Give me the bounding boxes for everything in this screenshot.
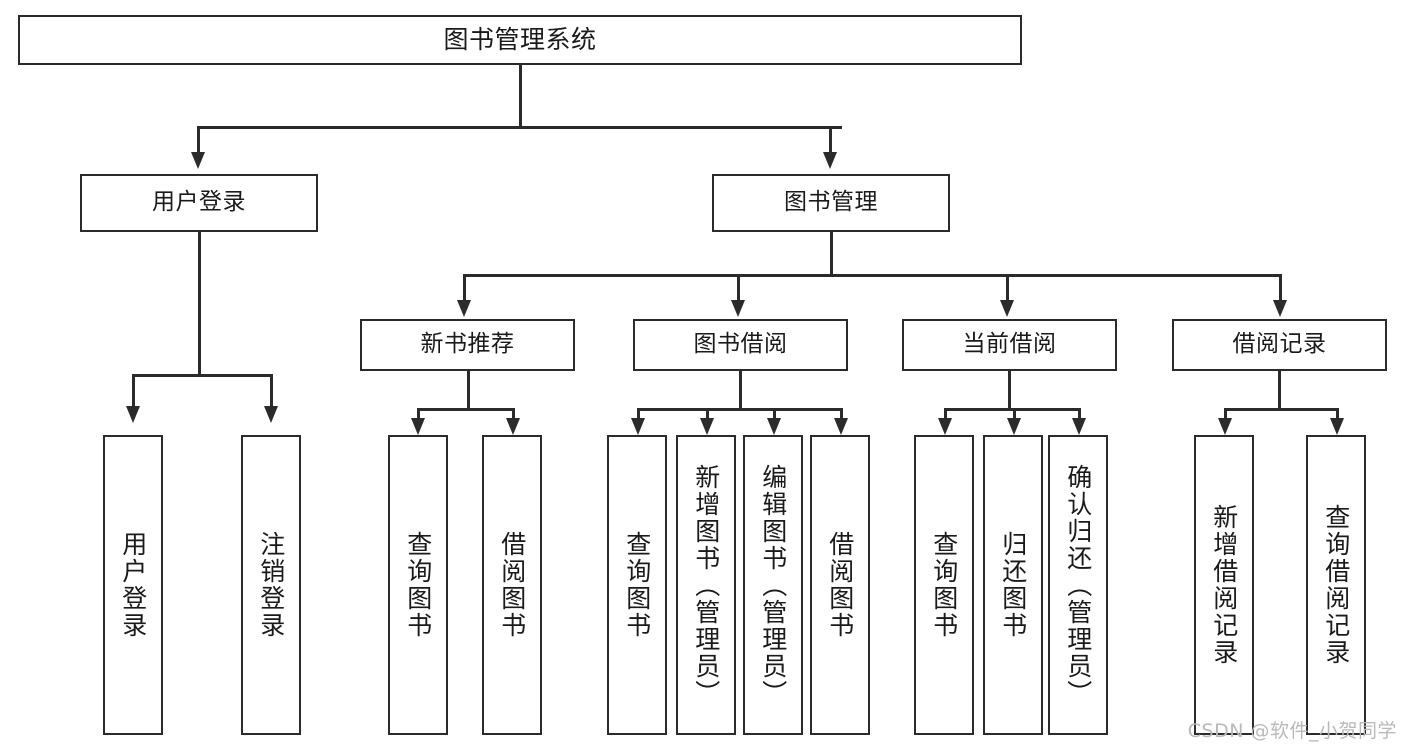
edge-bookmgmt-to-borrow	[737, 274, 740, 302]
edge-borrow-stem	[739, 371, 742, 410]
node-current-borrow[interactable]: 当前借阅	[902, 319, 1117, 371]
arrow-bookmgmt-to-current	[1000, 300, 1014, 317]
edge-borrow-to-leaf-6	[773, 408, 776, 420]
arrow-current-to-leaf-9	[1007, 418, 1021, 435]
edge-borrow-bar	[637, 408, 842, 411]
arrow-borrow-to-leaf-5	[700, 418, 714, 435]
edge-record-to-leaf-11	[1224, 408, 1227, 420]
node-label: 查询图书	[929, 531, 959, 639]
arrow-login-to-leaf-1	[264, 406, 278, 423]
edge-recommend-to-leaf-3	[512, 408, 515, 420]
edge-login-to-leaf-0	[132, 374, 135, 408]
edge-record-bar	[1224, 408, 1338, 411]
node-label: 新增借阅记录	[1209, 504, 1239, 666]
leaf-confirm-return-admin[interactable]: 确认归还（管理员）	[1048, 435, 1108, 735]
node-label: 用户登录	[152, 189, 246, 216]
edge-bookmgmt-stem	[830, 232, 833, 276]
node-label: 查询图书	[403, 531, 433, 639]
leaf-query-book-borrow[interactable]: 查询图书	[607, 435, 667, 735]
leaf-query-borrow-record[interactable]: 查询借阅记录	[1306, 435, 1366, 735]
leaf-user-login[interactable]: 用户登录	[103, 435, 163, 735]
node-label: 查询图书	[622, 531, 652, 639]
node-label: 借阅图书	[825, 531, 855, 639]
node-label: 当前借阅	[962, 331, 1057, 358]
edge-record-stem	[1278, 371, 1281, 410]
leaf-query-book-current[interactable]: 查询图书	[914, 435, 974, 735]
leaf-query-book-recommend[interactable]: 查询图书	[388, 435, 448, 735]
node-label: 图书管理	[784, 189, 878, 216]
node-label: 归还图书	[998, 531, 1028, 639]
edge-current-to-leaf-10	[1078, 408, 1081, 420]
arrow-current-to-leaf-10	[1072, 418, 1086, 435]
edge-current-stem	[1008, 371, 1011, 410]
edge-current-bar	[944, 408, 1080, 411]
node-label: 用户登录	[118, 531, 148, 639]
edge-current-to-leaf-9	[1013, 408, 1016, 420]
arrow-recommend-to-leaf-3	[506, 418, 520, 435]
node-label: 图书管理系统	[443, 25, 597, 55]
edge-borrow-to-leaf-7	[840, 408, 843, 420]
arrow-root-to-login	[191, 152, 205, 169]
arrow-bookmgmt-to-record	[1273, 300, 1287, 317]
leaf-return-book[interactable]: 归还图书	[983, 435, 1043, 735]
edge-record-to-leaf-12	[1336, 408, 1339, 420]
node-root-system[interactable]: 图书管理系统	[18, 15, 1022, 65]
node-label: 编辑图书（管理员）	[758, 463, 788, 707]
edge-bookmgmt-to-current	[1006, 274, 1009, 302]
node-label: 注销登录	[256, 531, 286, 639]
arrow-login-to-leaf-0	[126, 406, 140, 423]
edge-recommend-stem	[467, 371, 470, 410]
watermark-text: CSDN @软件_小贺同学	[1187, 720, 1397, 742]
arrow-bookmgmt-to-borrow	[731, 300, 745, 317]
leaf-borrow-book[interactable]: 借阅图书	[810, 435, 870, 735]
arrow-bookmgmt-to-new	[457, 300, 471, 317]
arrow-root-to-bookmgmt	[823, 152, 837, 169]
leaf-borrow-book-recommend[interactable]: 借阅图书	[482, 435, 542, 735]
edge-login-stem	[198, 232, 201, 376]
edge-recommend-bar	[417, 408, 514, 411]
node-borrow-record[interactable]: 借阅记录	[1172, 319, 1387, 371]
edge-root-stem	[519, 65, 522, 128]
edge-login-to-leaf-1	[270, 374, 273, 408]
leaf-add-borrow-record[interactable]: 新增借阅记录	[1194, 435, 1254, 735]
node-label: 借阅图书	[497, 531, 527, 639]
arrow-borrow-to-leaf-6	[767, 418, 781, 435]
node-label: 新增图书（管理员）	[691, 463, 721, 707]
edge-root-bar	[197, 126, 842, 129]
arrow-recommend-to-leaf-2	[411, 418, 425, 435]
leaf-logout[interactable]: 注销登录	[241, 435, 301, 735]
node-label: 查询借阅记录	[1321, 504, 1351, 666]
edge-login-bar	[132, 374, 272, 377]
node-label: 借阅记录	[1232, 331, 1327, 358]
arrow-borrow-to-leaf-4	[631, 418, 645, 435]
node-book-borrow[interactable]: 图书借阅	[633, 319, 848, 371]
node-label: 确认归还（管理员）	[1063, 463, 1093, 707]
edge-borrow-to-leaf-4	[637, 408, 640, 420]
node-new-book-recommend[interactable]: 新书推荐	[360, 319, 575, 371]
node-user-login[interactable]: 用户登录	[80, 174, 318, 232]
arrow-borrow-to-leaf-7	[834, 418, 848, 435]
edge-bookmgmt-bar	[463, 274, 1279, 277]
edge-recommend-to-leaf-2	[417, 408, 420, 420]
leaf-edit-book-admin[interactable]: 编辑图书（管理员）	[743, 435, 803, 735]
edge-current-to-leaf-8	[944, 408, 947, 420]
edge-root-to-bookmgmt	[829, 126, 832, 154]
arrow-current-to-leaf-8	[938, 418, 952, 435]
edge-bookmgmt-to-record	[1279, 274, 1282, 302]
edge-root-to-login	[197, 126, 200, 154]
node-book-management[interactable]: 图书管理	[712, 174, 950, 232]
edge-bookmgmt-to-new	[463, 274, 466, 302]
leaf-add-book-admin[interactable]: 新增图书（管理员）	[676, 435, 736, 735]
edge-borrow-to-leaf-5	[706, 408, 709, 420]
arrow-record-to-leaf-11	[1218, 418, 1232, 435]
arrow-record-to-leaf-12	[1330, 418, 1344, 435]
node-label: 图书借阅	[693, 331, 788, 358]
node-label: 新书推荐	[420, 331, 515, 358]
